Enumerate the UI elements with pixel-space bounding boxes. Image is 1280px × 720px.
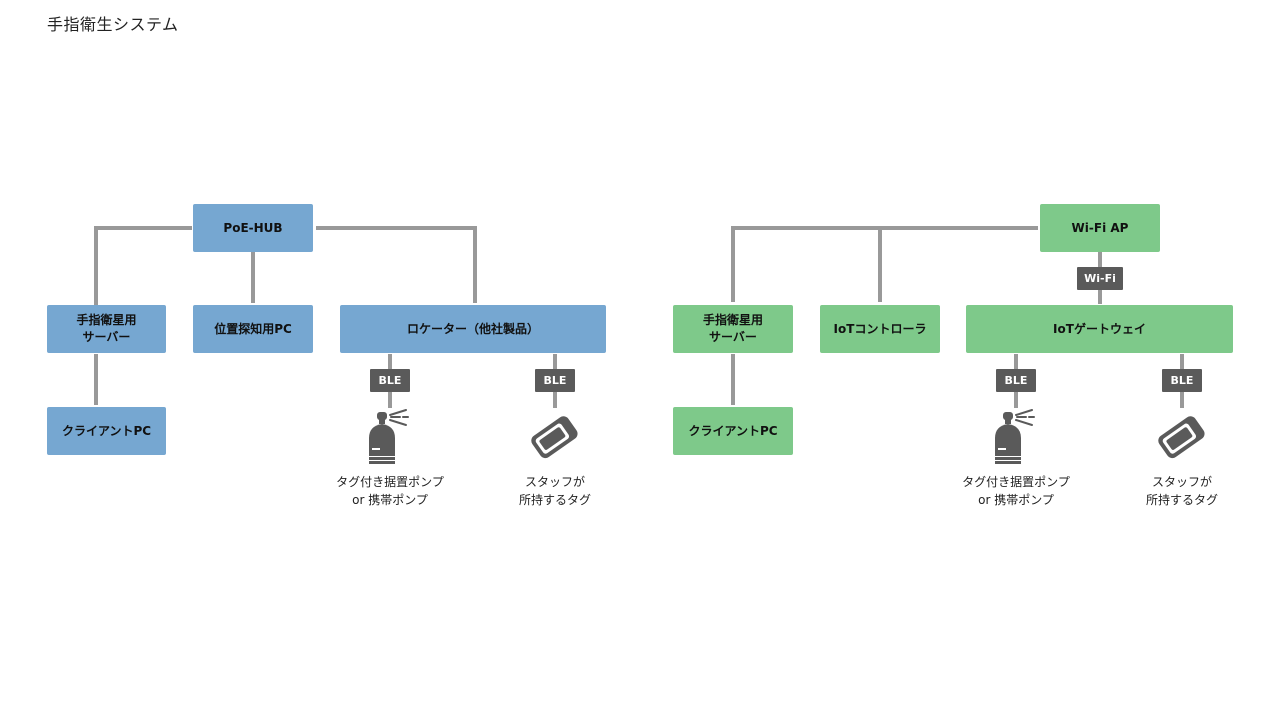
server-node: 手指衛星用 サーバー — [673, 305, 793, 353]
wifi-ap-node: Wi-Fi AP — [1040, 204, 1160, 252]
client-pc-node: クライアントPC — [673, 407, 793, 455]
server-node: 手指衛星用 サーバー — [47, 305, 166, 353]
staff-tag-caption: スタッフが 所持するタグ — [518, 475, 591, 507]
page-title: 手指衛生システム — [47, 15, 179, 34]
pump-caption: タグ付き据置ポンプ or 携帯ポンプ — [336, 475, 444, 507]
spray-pump-icon — [369, 409, 409, 464]
poe-hub-node: PoE-HUB — [193, 204, 313, 252]
wifi-badge: Wi-Fi — [1077, 267, 1123, 290]
line-ap-server — [731, 226, 1038, 302]
spray-pump-icon — [995, 409, 1035, 464]
client-pc-node: クライアントPC — [47, 407, 166, 455]
ble-badge: BLE — [370, 369, 410, 392]
pump-caption: タグ付き据置ポンプ or 携帯ポンプ — [962, 475, 1070, 507]
ble-badge: BLE — [535, 369, 575, 392]
ble-badge: BLE — [1162, 369, 1202, 392]
iot-gateway-node: IoTゲートウェイ — [966, 305, 1233, 353]
staff-tag-icon — [1158, 416, 1205, 459]
line-hub-locator — [316, 226, 477, 303]
ble-badge: BLE — [996, 369, 1036, 392]
position-pc-node: 位置探知用PC — [193, 305, 313, 353]
iot-controller-node: IoTコントローラ — [820, 305, 940, 353]
line-hub-server — [94, 226, 192, 307]
locator-node: ロケーター（他社製品） — [340, 305, 606, 353]
staff-tag-icon — [531, 416, 578, 459]
staff-tag-caption: スタッフが 所持するタグ — [1145, 475, 1218, 507]
